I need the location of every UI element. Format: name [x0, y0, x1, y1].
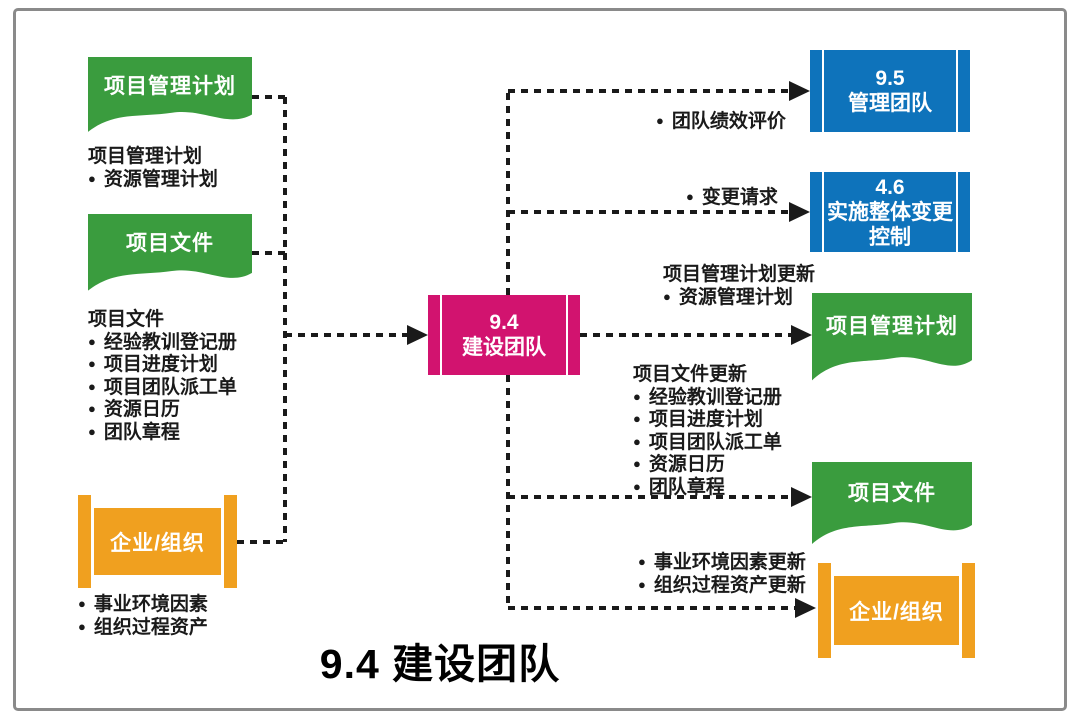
scroll-bar-icon — [224, 495, 237, 588]
target-process-name: 实施整体变更控制 — [827, 200, 953, 249]
list-item: 项目进度计划 — [633, 408, 782, 431]
wave-document-icon — [88, 214, 252, 291]
target-process-id: 4.6 — [875, 175, 905, 199]
box-side-line — [822, 172, 824, 252]
list-item: 资源日历 — [88, 398, 237, 421]
output-label-team-performance: 团队绩效评价 — [656, 110, 786, 133]
list-item: 变更请求 — [686, 186, 778, 209]
list-item: 经验教训登记册 — [633, 386, 782, 409]
list-item: 组织过程资产更新 — [638, 574, 806, 597]
output-list-eef-updates: 事业环境因素更新 组织过程资产更新 — [638, 551, 806, 596]
output-shape-label: 项目文件 — [848, 482, 936, 506]
wave-document-icon — [88, 57, 252, 132]
box-side-line — [440, 295, 442, 375]
scroll-bar-icon — [818, 563, 831, 658]
input-list-project-documents: 项目文件 经验教训登记册 项目进度计划 项目团队派工单 资源日历 团队章程 — [88, 309, 237, 443]
arrowhead-to-95 — [789, 81, 810, 101]
list-item: 事业环境因素更新 — [638, 551, 806, 574]
target-box-manage-team: 9.5 管理团队 — [810, 50, 970, 132]
input-shape-label: 项目管理计划 — [104, 74, 236, 98]
input-shape-project-documents: 项目文件 — [88, 214, 252, 300]
target-process-id: 9.5 — [875, 67, 905, 90]
list-title: 项目文件更新 — [633, 364, 748, 385]
output-shape-project-documents: 项目文件 — [812, 462, 972, 554]
input-shape-label: 企业/组织 — [94, 508, 221, 575]
output-shape-label: 项目管理计划 — [826, 315, 958, 339]
output-shape-label: 企业/组织 — [834, 576, 959, 645]
arrowhead-to-pd-updates — [791, 487, 812, 507]
list-item: 资源管理计划 — [663, 286, 815, 309]
box-side-line — [566, 295, 568, 375]
list-item: 项目团队派工单 — [633, 431, 782, 454]
output-shape-enterprise-organization: 企业/组织 — [818, 563, 975, 658]
box-side-line — [956, 50, 958, 132]
input-list-project-management-plan: 项目管理计划 资源管理计划 — [88, 146, 218, 190]
list-title: 项目管理计划 — [88, 146, 203, 167]
list-item: 项目进度计划 — [88, 353, 237, 376]
list-item: 组织过程资产 — [78, 616, 208, 639]
list-item: 团队绩效评价 — [656, 110, 786, 133]
wave-document-icon — [812, 293, 972, 381]
list-item: 资源管理计划 — [88, 168, 218, 191]
scroll-bar-icon — [78, 495, 91, 588]
page-title: 9.4 建设团队 — [319, 641, 561, 687]
list-item: 团队章程 — [633, 476, 782, 499]
list-item: 经验教训登记册 — [88, 331, 237, 354]
arrowhead-to-pmp-updates — [791, 325, 812, 345]
list-item: 事业环境因素 — [78, 593, 208, 616]
list-title: 项目管理计划更新 — [663, 264, 816, 285]
scroll-bar-icon — [962, 563, 975, 658]
list-item: 团队章程 — [88, 421, 237, 444]
list-item: 项目团队派工单 — [88, 376, 237, 399]
input-shape-enterprise-organization: 企业/组织 — [78, 495, 237, 588]
process-box-develop-team: 9.4 建设团队 — [428, 295, 580, 375]
output-label-change-requests: 变更请求 — [686, 186, 778, 209]
output-list-pd-updates: 项目文件更新 经验教训登记册 项目进度计划 项目团队派工单 资源日历 团队章程 — [633, 364, 782, 498]
arrowhead-to-process — [407, 325, 428, 345]
output-list-pmp-updates: 项目管理计划更新 资源管理计划 — [663, 264, 815, 308]
outer-border — [13, 8, 1067, 711]
process-name: 建设团队 — [462, 336, 546, 359]
arrowhead-to-46 — [789, 202, 810, 222]
output-shape-project-management-plan: 项目管理计划 — [812, 293, 972, 391]
arrowhead-to-eef-updates — [795, 598, 816, 618]
list-item: 资源日历 — [633, 453, 782, 476]
input-list-enterprise-organization: 事业环境因素 组织过程资产 — [78, 593, 208, 638]
process-id: 9.4 — [489, 311, 519, 334]
input-shape-label: 项目文件 — [126, 232, 214, 256]
box-side-line — [822, 50, 824, 132]
target-box-perform-integrated-change-control: 4.6 实施整体变更控制 — [810, 172, 970, 252]
box-side-line — [956, 172, 958, 252]
target-process-name: 管理团队 — [848, 92, 932, 115]
input-shape-project-management-plan: 项目管理计划 — [88, 57, 252, 141]
wave-document-icon — [812, 462, 972, 544]
list-title: 项目文件 — [88, 309, 165, 330]
